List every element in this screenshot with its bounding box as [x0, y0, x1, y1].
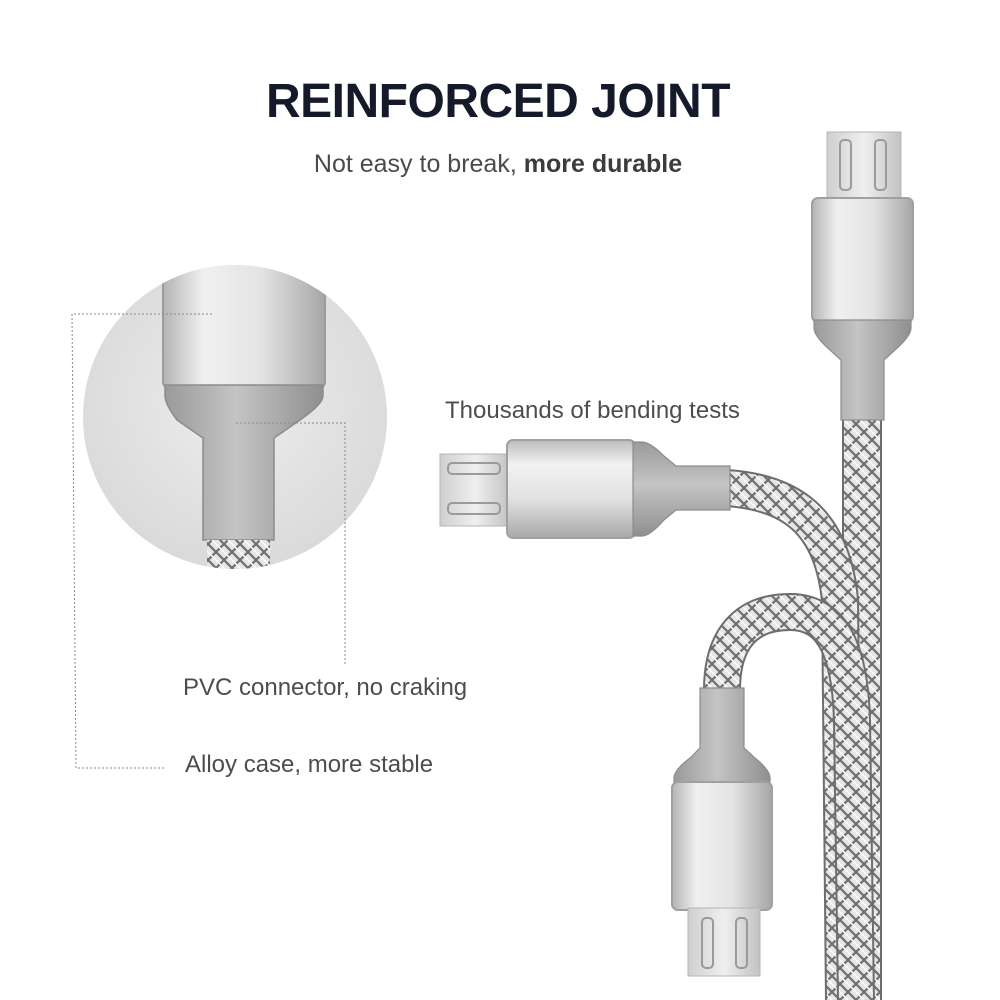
page-title: REINFORCED JOINT	[265, 75, 731, 128]
leader-lines	[71, 313, 346, 769]
cable-bottom	[671, 592, 875, 1000]
alloy-case-label: Alloy case, more stable	[185, 751, 434, 778]
zoom-detail	[83, 265, 387, 569]
bending-tests-label: Thousands of bending tests	[445, 397, 740, 424]
cable-middle	[439, 439, 863, 1000]
subtitle: Not easy to break, more durable	[0, 150, 996, 179]
subtitle-plain: Not easy to break,	[313, 150, 517, 178]
pvc-connector-label: PVC connector, no craking	[183, 674, 468, 701]
subtitle-bold: more durable	[523, 150, 683, 178]
